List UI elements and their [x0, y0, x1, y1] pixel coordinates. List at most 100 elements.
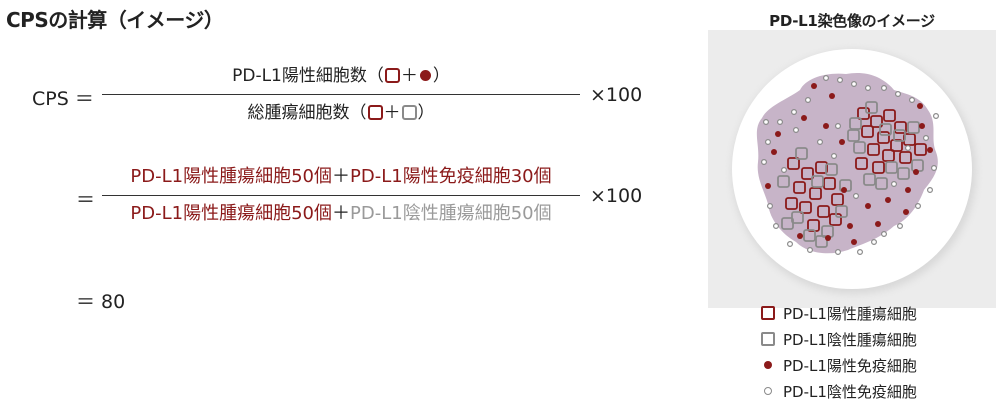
numerator-close: ）	[432, 66, 450, 86]
numerator-positive-immune: PD-L1陽性免疫細胞30個	[350, 166, 552, 187]
negative-tumor-cell	[853, 141, 866, 154]
positive-immune-cell	[913, 169, 919, 175]
fraction-bar	[102, 94, 580, 95]
positive-tumor-cell	[914, 143, 927, 156]
negative-tumor-cells	[777, 101, 924, 248]
negative-immune-cell	[897, 223, 904, 230]
numerator-plus: ＋	[332, 166, 350, 187]
negative-immune-cell	[772, 223, 779, 230]
negative-immune-cell	[830, 152, 837, 159]
times-100: ×100	[590, 185, 643, 207]
negative-immune-cell	[834, 122, 841, 129]
cps-label: CPS ＝	[32, 88, 94, 110]
positive-tumor-cell	[785, 197, 798, 210]
numerator-positive-tumor: PD-L1陽性腫瘍細胞50個	[130, 166, 332, 187]
negative-immune-cell	[776, 118, 783, 125]
negative-tumor-cell	[811, 175, 824, 188]
equals-sign: ＝	[76, 189, 96, 211]
negative-immune-cell	[837, 76, 844, 83]
positive-immune-cell	[865, 203, 871, 209]
gray-dot-icon	[764, 387, 772, 395]
negative-tumor-cell	[815, 235, 828, 248]
negative-immune-cell	[792, 126, 799, 133]
positive-immune-cell	[875, 221, 881, 227]
positive-immune-cell	[927, 147, 933, 153]
negative-immune-cell	[895, 90, 902, 97]
positive-tumor-cell	[817, 205, 830, 218]
positive-immune-cell	[765, 183, 771, 189]
positive-tumor-cell	[894, 121, 907, 134]
negative-immune-cell	[853, 193, 860, 200]
red-square-icon	[367, 105, 383, 120]
positive-tumor-cell	[870, 115, 883, 128]
negative-immune-cell	[764, 138, 771, 145]
negative-tumor-cell	[879, 123, 892, 136]
denominator-close: ）	[417, 103, 435, 123]
immune-cells	[760, 74, 940, 256]
positive-tumor-cell	[877, 131, 890, 144]
positive-immune-cell	[829, 93, 835, 99]
negative-immune-cell	[822, 74, 829, 81]
positive-tumor-cell	[831, 193, 844, 206]
red-dot-icon	[764, 361, 772, 369]
negative-tumor-cell	[863, 173, 876, 186]
negative-immune-cell	[909, 96, 916, 103]
positive-tumor-cell	[903, 133, 916, 146]
image-panel-title: PD-L1染色像のイメージ	[769, 12, 935, 30]
formula-denominator: 総腫瘍細胞数（＋）	[102, 99, 580, 127]
negative-immune-cell	[905, 144, 912, 151]
negative-tumor-cell	[885, 161, 898, 174]
times-100: ×100	[590, 84, 643, 106]
negative-immune-cell	[790, 108, 797, 115]
legend: PD-L1陽性腫瘍細胞 PD-L1陰性腫瘍細胞 PD-L1陽性免疫細胞 PD-L…	[757, 300, 917, 404]
legend-item: PD-L1陽性腫瘍細胞	[757, 300, 917, 326]
negative-tumor-cell	[875, 177, 888, 190]
negative-immune-cell	[857, 249, 864, 256]
positive-tumor-cell	[793, 181, 806, 194]
negative-tumor-cell	[803, 229, 816, 242]
legend-label: PD-L1陰性腫瘍細胞	[783, 330, 917, 349]
positive-tumor-cell	[855, 157, 868, 170]
positive-immune-cell	[841, 187, 847, 193]
positive-tumor-cell	[882, 149, 895, 162]
negative-immune-cell	[915, 203, 922, 210]
negative-immune-cell	[806, 247, 813, 254]
negative-immune-cell	[851, 80, 858, 87]
numerator-text: PD-L1陽性細胞数（	[232, 66, 384, 86]
positive-immune-cell	[771, 149, 777, 155]
positive-tumor-cell	[815, 161, 828, 174]
positive-immune-cell	[885, 197, 891, 203]
positive-tumor-cell	[867, 143, 880, 156]
fraction-bar	[102, 195, 580, 196]
negative-tumor-cell	[865, 101, 878, 114]
formula-numerator: PD-L1陽性細胞数（＋）	[102, 62, 580, 90]
legend-label: PD-L1陰性免疫細胞	[783, 382, 917, 401]
negative-tumor-cell	[847, 129, 860, 142]
negative-immune-cell	[804, 96, 811, 103]
positive-immune-cell	[775, 131, 781, 137]
positive-tumor-cell	[883, 109, 896, 122]
positive-immune-cell	[801, 115, 807, 121]
denominator-text: 総腫瘍細胞数（	[247, 103, 367, 123]
negative-tumor-cell	[825, 163, 838, 176]
positive-immune-cell	[905, 187, 911, 193]
negative-immune-cell	[816, 138, 823, 145]
denominator-plus: ＋	[332, 203, 350, 224]
negative-tumor-cell	[781, 217, 794, 230]
negative-immune-cell	[762, 118, 769, 125]
negative-immune-cell	[871, 239, 878, 246]
positive-tumor-cells	[785, 107, 927, 232]
positive-immune-cell	[847, 223, 853, 229]
legend-item: PD-L1陰性腫瘍細胞	[757, 326, 917, 352]
positive-tumor-cell	[899, 151, 912, 164]
staining-illustration	[732, 49, 976, 294]
positive-tumor-cell	[823, 177, 836, 190]
positive-immune-cell	[811, 83, 817, 89]
negative-immune-cell	[760, 159, 767, 166]
positive-immune-cell	[851, 239, 857, 245]
legend-label: PD-L1陽性免疫細胞	[783, 356, 917, 375]
negative-tumor-cell	[777, 175, 790, 188]
negative-tumor-cell	[795, 147, 808, 160]
negative-immune-cell	[933, 112, 940, 119]
positive-immune-cell	[825, 235, 831, 241]
